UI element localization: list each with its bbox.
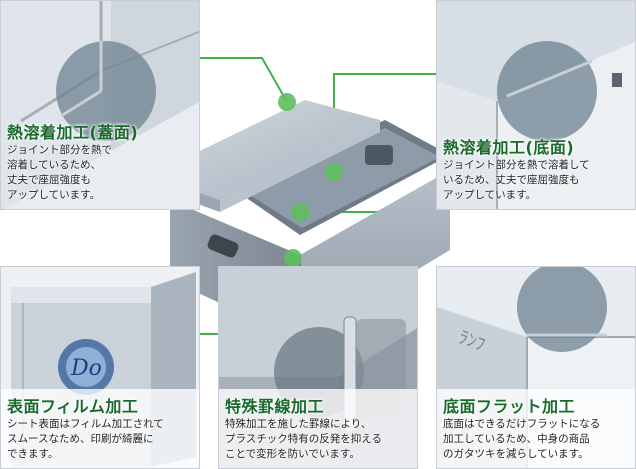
special-crease-title: 特殊罫線加工 — [225, 397, 325, 416]
surface-film-title: 表面フィルム加工 — [7, 397, 139, 416]
lid-weld-marker — [278, 93, 296, 111]
special-crease-description: 特殊加工を施した罫線により、 プラスチック特有の反発を抑える ことで変形を防いで… — [225, 418, 382, 460]
flat-bottom-description: 底面はできるだけフラットになる 加工しているため、中身の商品 のガタツキを減らし… — [443, 418, 601, 460]
svg-text:Do: Do — [70, 356, 102, 381]
flat-bottom-caption: 底面フラット加工 底面はできるだけフラットになる 加工しているため、中身の商品 … — [437, 389, 635, 468]
bottom-weld-description: ジョイント部分を熱で溶着して いるため、丈夫で座屈強度も アップしています。 — [443, 159, 590, 201]
flat-bottom-marker — [291, 203, 309, 221]
crease-marker — [284, 249, 302, 267]
feature-panel-flat-bottom: ﾗﾝﾌ 底面フラット加工 底面はできるだけフラットになる 加工しているため、中身… — [436, 266, 636, 469]
feature-panel-lid-weld: 熱溶着加工(蓋面) ジョイント部分を熱で 溶着しているため、 丈夫で座屈強度も … — [0, 0, 200, 210]
bottom-weld-caption: 熱溶着加工(底面) ジョイント部分を熱で溶着して いるため、丈夫で座屈強度も ア… — [437, 130, 635, 209]
feature-panel-bottom-weld: 熱溶着加工(底面) ジョイント部分を熱で溶着して いるため、丈夫で座屈強度も ア… — [436, 0, 636, 210]
bottom-weld-marker — [325, 163, 343, 181]
lid-weld-caption: 熱溶着加工(蓋面) ジョイント部分を熱で 溶着しているため、 丈夫で座屈強度も … — [1, 115, 199, 209]
feature-panel-special-crease: 特殊罫線加工 特殊加工を施した罫線により、 プラスチック特有の反発を抑える こと… — [218, 266, 418, 469]
special-crease-caption: 特殊罫線加工 特殊加工を施した罫線により、 プラスチック特有の反発を抑える こと… — [219, 389, 417, 468]
feature-panel-surface-film: Do 表面フィルム加工 シート表面はフィルム加工されて スムースなため、印刷が綺… — [0, 266, 200, 469]
lid-weld-title: 熱溶着加工(蓋面) — [7, 123, 139, 142]
flat-bottom-title: 底面フラット加工 — [443, 397, 576, 416]
surface-film-caption: 表面フィルム加工 シート表面はフィルム加工されて スムースなため、印刷が綺麗に … — [1, 389, 199, 468]
lid-weld-description: ジョイント部分を熱で 溶着しているため、 丈夫で座屈強度も アップしています。 — [7, 144, 112, 201]
surface-film-description: シート表面はフィルム加工されて スムースなため、印刷が綺麗に できます。 — [7, 418, 164, 460]
lid-corner-photo — [1, 1, 199, 209]
bottom-weld-title: 熱溶着加工(底面) — [443, 138, 575, 157]
bottom-corner-photo — [437, 1, 635, 209]
